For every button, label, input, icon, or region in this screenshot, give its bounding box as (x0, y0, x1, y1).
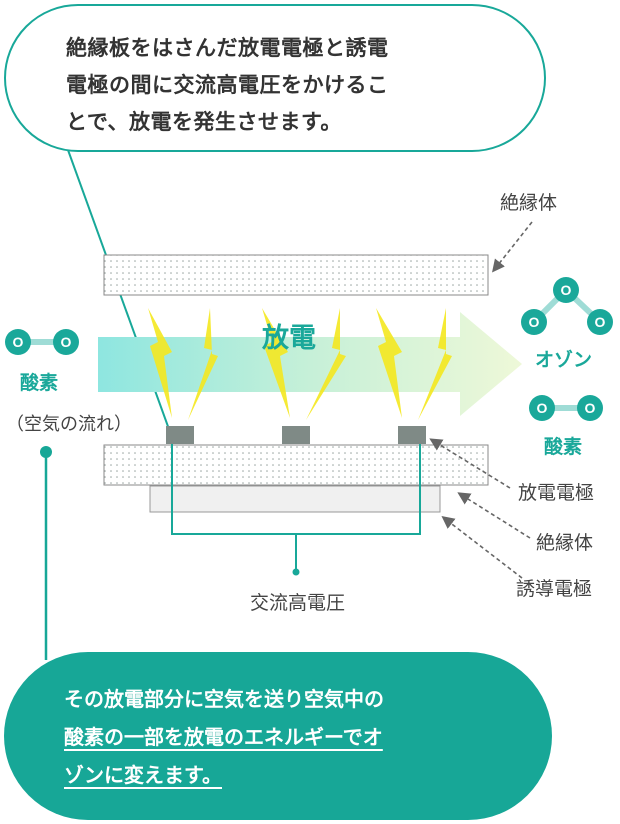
voltage-terminal (292, 568, 300, 576)
discharge-sparks (148, 308, 452, 420)
discharge-electrode (398, 426, 426, 444)
label-induction-electrode: 誘導電極 (516, 578, 593, 600)
top-callout-line-2: 電極の間に交流高電圧をかけるこ (66, 73, 389, 97)
label-airflow: （空気の流れ） (6, 414, 132, 435)
discharge-electrode (282, 426, 310, 444)
atom-letter: O (13, 334, 24, 350)
label-insulator-top: 絶縁体 (500, 192, 558, 214)
ozone-atom (553, 277, 579, 303)
airflow-arrow (98, 312, 522, 416)
discharge-electrode (166, 426, 194, 444)
atom-letter: O (585, 400, 596, 416)
oxygen-atom (529, 395, 555, 421)
atom-letter: O (595, 314, 606, 330)
label-ozone: オゾン (535, 349, 593, 371)
top-callout-text: 絶縁板をはさんだ放電電極と誘電 電極の間に交流高電圧をかけるこ とで、放電を発生… (66, 30, 506, 141)
top-insulator-plate (103, 254, 489, 296)
bottom-callout-line-2: 酸素の一部を放電のエネルギーでオ (64, 725, 383, 749)
spark (188, 308, 218, 420)
top-callout-bubble (4, 4, 546, 152)
spark (418, 308, 452, 420)
spark (376, 308, 402, 418)
label-discharge-electrode: 放電電極 (518, 482, 595, 504)
label-oxygen-left: 酸素 (20, 372, 59, 394)
bottom-callout-line-1: その放電部分に空気を送り空気中の (64, 687, 384, 711)
atom-letter: O (61, 334, 72, 350)
top-callout-line-3: とで、放電を発生させます。 (66, 110, 342, 134)
spark (148, 308, 172, 418)
pointer-insulator-top (492, 221, 533, 273)
induction-electrode-plate (149, 485, 441, 513)
bottom-callout-line-3: ゾンに変えます。 (64, 763, 222, 787)
bottom-callout-text: その放電部分に空気を送り空気中の 酸素の一部を放電のエネルギーでオ ゾンに変えま… (64, 680, 524, 794)
spark (262, 308, 290, 418)
atom-letter: O (561, 282, 572, 298)
spark (306, 308, 346, 420)
bottom-insulator-plate (103, 444, 489, 486)
ozone-atom (521, 309, 547, 335)
label-insulator-bottom: 絶縁体 (536, 532, 594, 554)
ozone-atom (587, 309, 613, 335)
label-ac-high-voltage: 交流高電圧 (250, 592, 346, 614)
atom-letter: O (529, 314, 540, 330)
pointer-induction-electrode (441, 516, 523, 579)
atom-letter: O (537, 400, 548, 416)
label-discharge: 放電 (262, 323, 316, 354)
oxygen-atom (53, 329, 79, 355)
oxygen-atom (577, 395, 603, 421)
pointer-discharge-electrode (429, 438, 511, 489)
bottom-callout-bubble (4, 652, 552, 820)
label-oxygen-right: 酸素 (544, 436, 583, 458)
oxygen-atom (5, 329, 31, 355)
top-callout-line-1: 絶縁板をはさんだ放電電極と誘電 (66, 36, 389, 60)
